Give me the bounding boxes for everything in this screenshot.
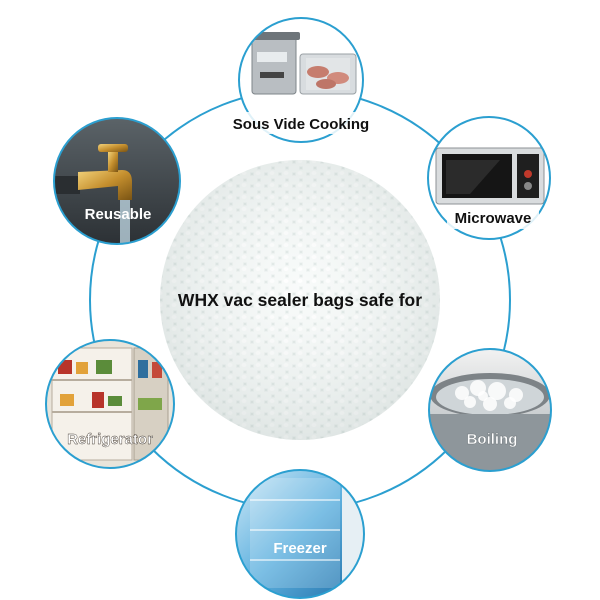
reusable-node: Reusable	[53, 117, 181, 245]
microwave-label: Microwave	[455, 210, 532, 227]
freezer-icon	[236, 470, 364, 598]
center-headline: WHX vac sealer bags safe for	[178, 290, 422, 310]
reusable-label: Reusable	[85, 206, 152, 223]
sous-vide-node: Sous Vide Cooking	[222, 17, 380, 143]
freezer-label: Freezer	[273, 540, 327, 557]
freezer-node: Freezer	[235, 469, 365, 599]
refrigerator-label: Refrigerator	[67, 431, 153, 448]
sous-vide-label: Sous Vide Cooking	[233, 116, 369, 133]
boiling-label: Boiling	[467, 431, 518, 448]
sous-vide-machine-icon	[239, 18, 363, 142]
boiling-pot-icon	[429, 349, 551, 471]
water-tap-icon	[54, 118, 180, 244]
center-disc	[160, 160, 440, 440]
boiling-node: Boiling	[428, 348, 552, 472]
refrigerator-node: Refrigerator	[45, 339, 175, 469]
microwave-node: Microwave	[427, 116, 551, 240]
refrigerator-icon	[46, 340, 174, 468]
